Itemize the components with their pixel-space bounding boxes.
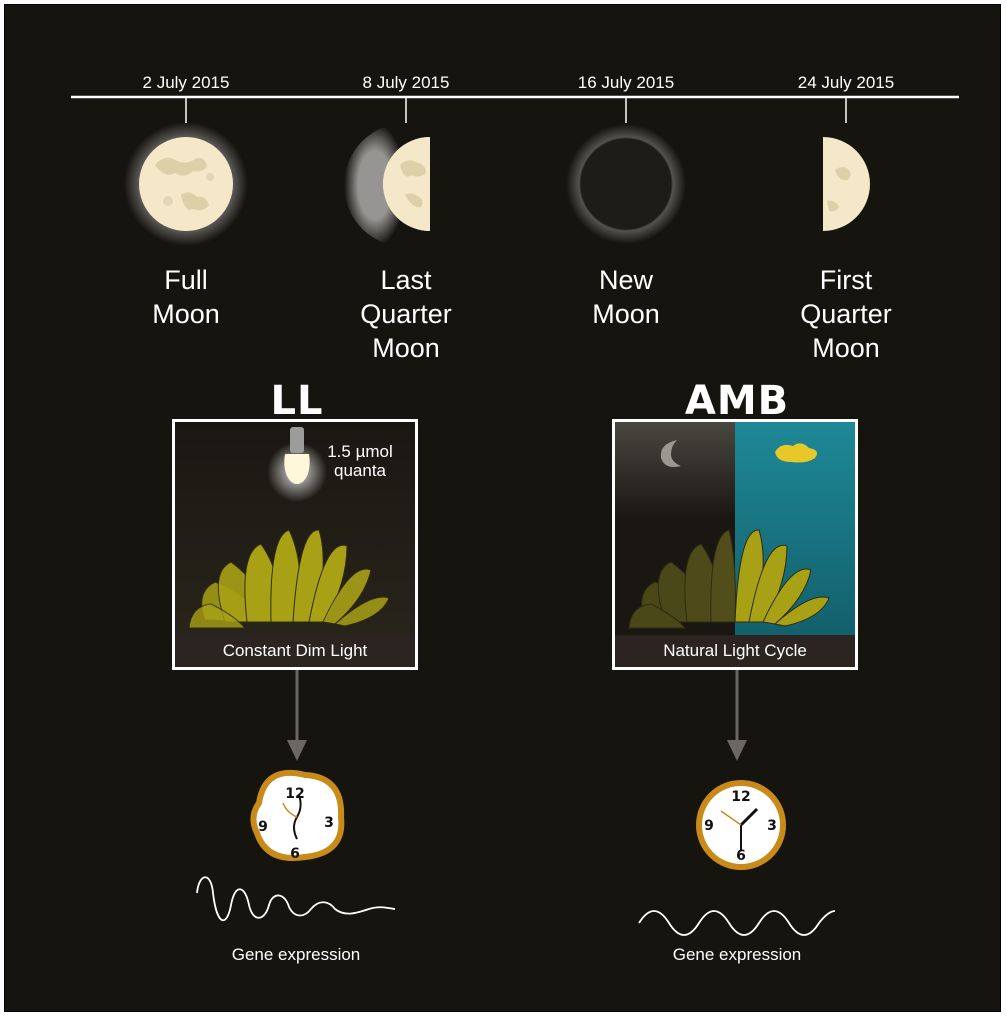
arrow-amb [727,670,747,761]
distorted-clock-icon: 12 3 6 9 [250,769,345,862]
full-moon-icon [124,122,248,246]
last-quarter-moon-icon [344,123,430,247]
gene-expression-label-ll: Gene expression [231,945,361,964]
svg-text:12: 12 [285,786,304,802]
figure-frame: 12 3 6 9 12 3 6 9 2 July 2015 8 July 201… [4,4,1001,1012]
date-last-quarter: 8 July 2015 [362,73,450,92]
arrow-ll [287,670,307,761]
condition-title-amb: AMB [684,378,790,424]
sun-icon [775,443,817,463]
condition-title-ll: LL [270,378,324,424]
irregular-wave-icon [196,876,396,922]
new-moon-icon [566,124,686,244]
clock-icon: 12 3 6 9 [696,780,786,870]
date-new-moon: 16 July 2015 [577,73,675,92]
first-quarter-moon-icon [823,137,870,231]
svg-text:9: 9 [704,818,714,834]
svg-text:12: 12 [731,789,750,805]
light-bulb-icon [284,427,310,484]
ll-box-label: Constant Dim Light [175,635,415,667]
svg-text:6: 6 [290,846,300,862]
svg-text:9: 9 [258,819,268,835]
night-moon-icon [660,440,681,467]
svg-text:3: 3 [324,815,334,831]
date-first-quarter: 24 July 2015 [797,73,895,92]
svg-text:3: 3 [767,818,777,834]
amb-box-label: Natural Light Cycle [615,635,855,667]
date-full-moon: 2 July 2015 [142,73,230,92]
regular-wave-icon [638,910,836,936]
amb-scene [628,440,830,629]
coral-icon [188,529,390,629]
coral-icon [628,529,830,629]
gene-expression-label-amb: Gene expression [672,945,802,964]
timeline-graphic: 12 3 6 9 12 3 6 9 [71,95,959,936]
amb-panel: Natural Light Cycle [612,419,858,670]
ll-scene [188,427,390,629]
svg-text:6: 6 [736,848,746,864]
